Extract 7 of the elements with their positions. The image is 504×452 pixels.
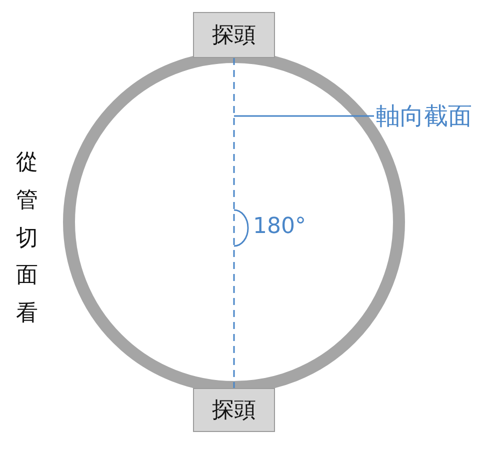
leader-line [234,115,374,117]
section-label: 軸向截面 [376,100,472,132]
view-note: 從管切面看 [16,149,38,328]
angle-label: 180° [253,214,306,239]
axial-section-line [233,58,235,388]
probe-box: 探頭 [193,388,275,432]
probe-box: 探頭 [193,12,275,58]
